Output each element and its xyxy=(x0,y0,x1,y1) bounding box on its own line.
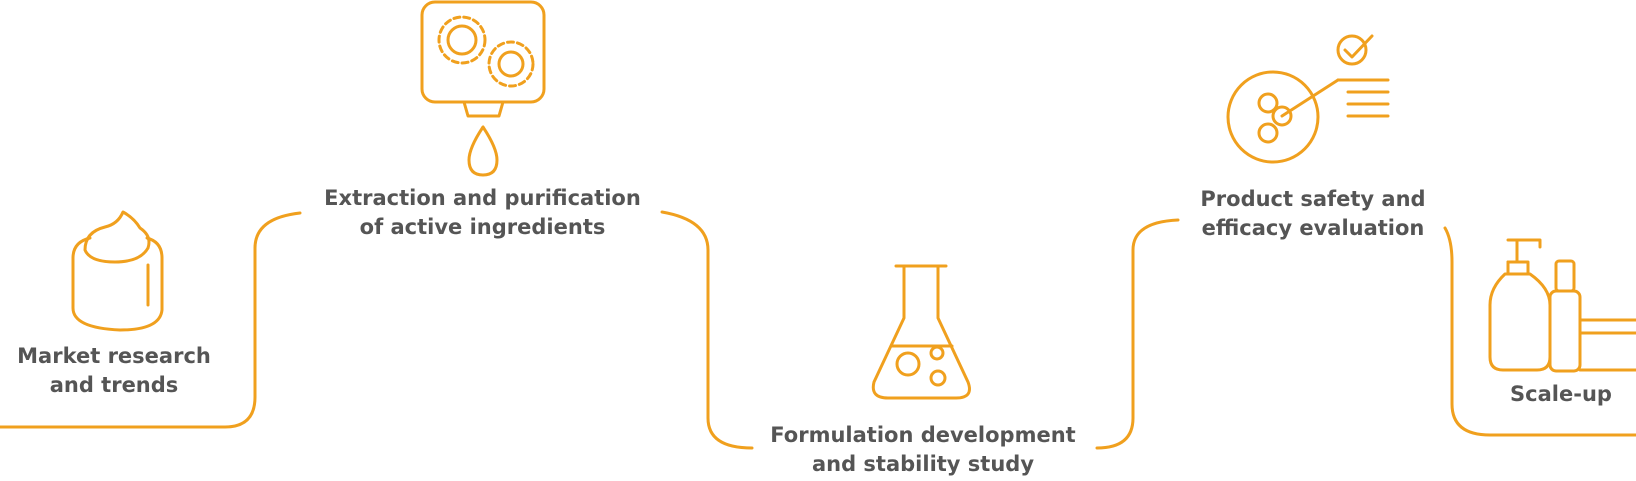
flask-icon xyxy=(871,264,971,400)
gears-dropper-icon xyxy=(420,0,546,177)
step-label-market: Market research and trends xyxy=(0,342,228,400)
step-label-line: of active ingredients xyxy=(359,215,606,239)
step-label-extraction: Extraction and purification of active in… xyxy=(300,184,665,242)
step-label-line: efficacy evaluation xyxy=(1201,216,1425,240)
step-label-line: Market research xyxy=(17,344,211,368)
step-label-safety: Product safety and efficacy evaluation xyxy=(1178,185,1448,243)
step-label-line: and trends xyxy=(49,373,179,397)
step-label-line: and stability study xyxy=(811,452,1035,476)
step-label-line: Scale-up xyxy=(1510,382,1612,406)
step-label-formulation: Formulation development and stability st… xyxy=(748,421,1098,479)
step-label-line: Product safety and xyxy=(1200,187,1426,211)
step-label-scaleup: Scale-up xyxy=(1486,380,1636,409)
connector-line xyxy=(0,210,1636,450)
step-label-line: Extraction and purification xyxy=(324,186,641,210)
cream-jar-icon xyxy=(71,210,164,332)
cosmetic-bottles-icon xyxy=(1488,238,1636,373)
petri-dish-checklist-icon xyxy=(1226,34,1390,164)
step-label-line: Formulation development xyxy=(770,423,1076,447)
